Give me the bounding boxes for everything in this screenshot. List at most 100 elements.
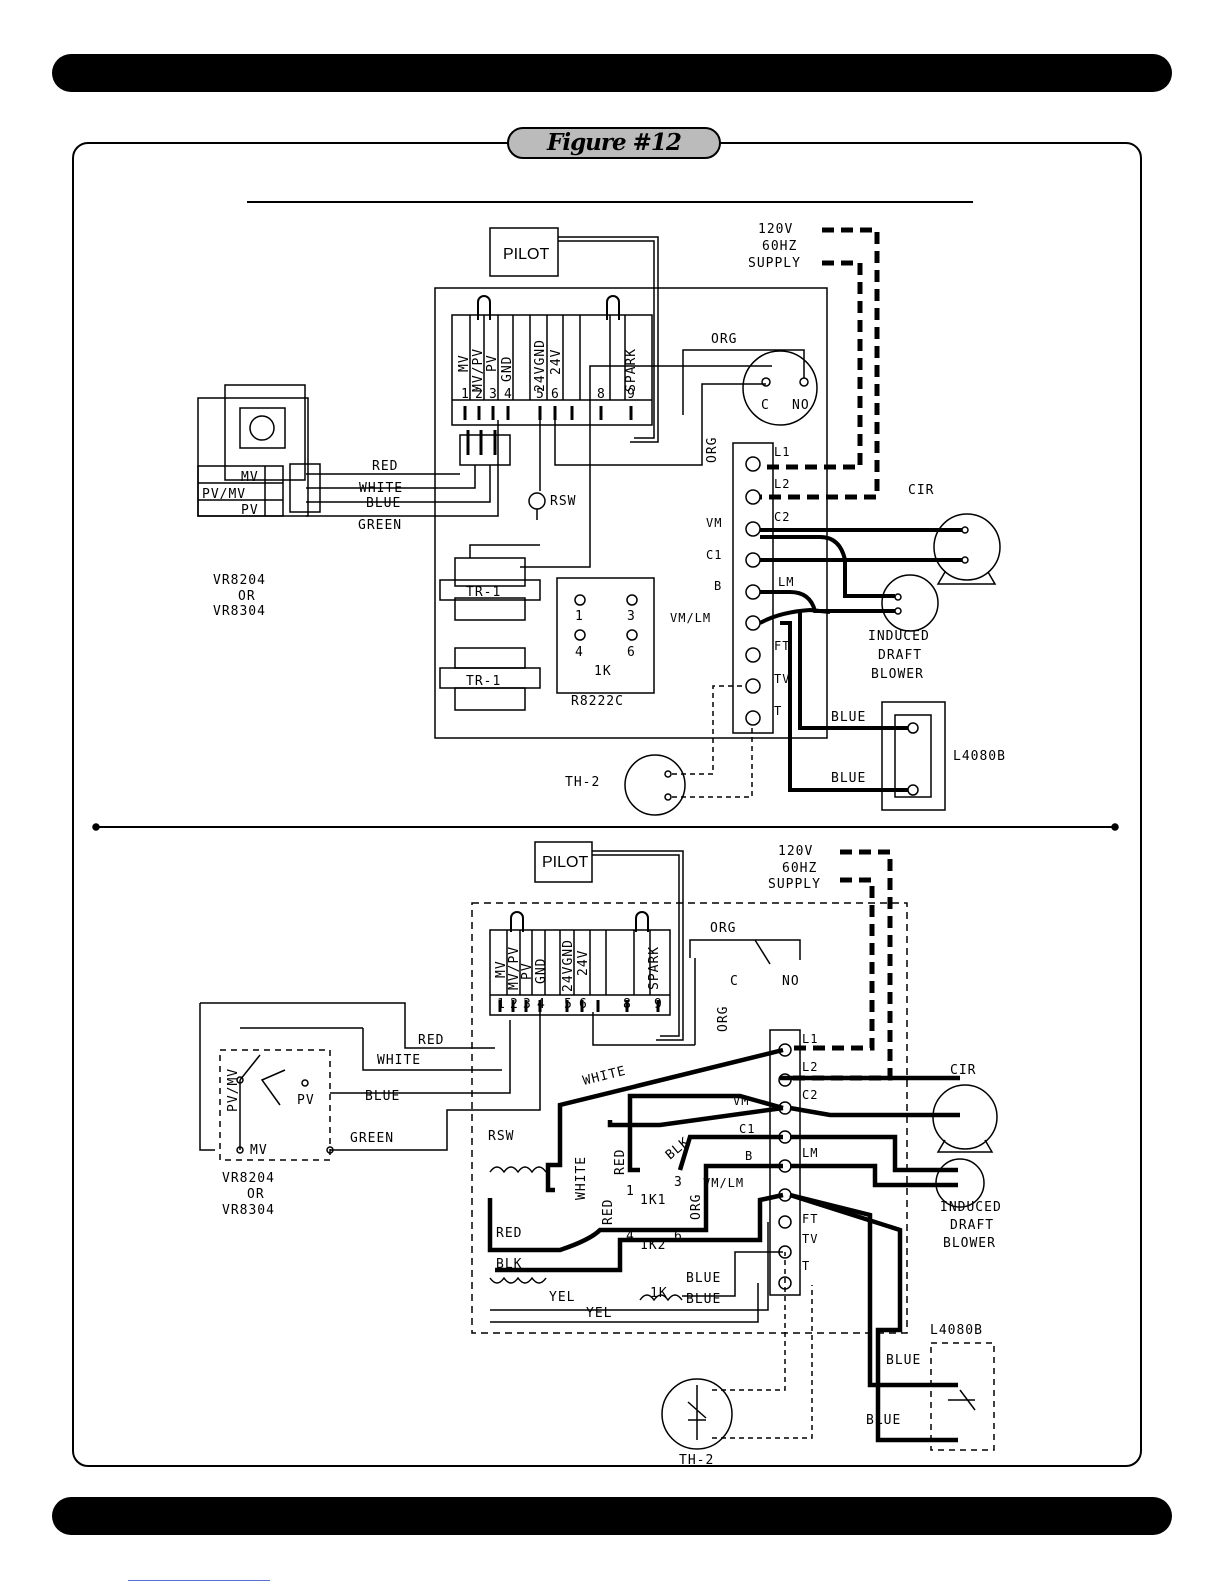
bottom-wire-yel-1: YEL bbox=[549, 1290, 575, 1305]
bottom-control-board bbox=[471, 902, 908, 1334]
top-relay-org: ORG bbox=[711, 332, 737, 347]
bottom-term-ft: FT bbox=[802, 1212, 818, 1226]
top-relay-model: R8222C bbox=[571, 694, 624, 709]
bottom-term-b: B bbox=[745, 1149, 753, 1163]
top-term-l2: L2 bbox=[774, 477, 790, 491]
bottom-supply-2: 60HZ bbox=[782, 861, 817, 876]
bottom-limit-label: L4080B bbox=[930, 1323, 983, 1338]
top-term-tv: TV bbox=[774, 672, 790, 686]
bottom-term-c1: C1 bbox=[739, 1122, 755, 1136]
cir-wires bbox=[760, 528, 962, 562]
bottom-valve-pv: PV bbox=[297, 1093, 315, 1108]
valve-wires bbox=[306, 420, 499, 517]
top-term-b: B bbox=[714, 579, 722, 593]
bottom-thick-wires bbox=[487, 1047, 960, 1443]
top-strip-label-mv: MV bbox=[457, 354, 472, 372]
strip-columns bbox=[469, 315, 626, 400]
top-wire-red: RED bbox=[372, 459, 398, 474]
bottom-1k-label: 1K bbox=[650, 1286, 668, 1301]
bottom-thermostat-th2 bbox=[661, 1378, 733, 1450]
top-wire-blue: BLUE bbox=[366, 496, 401, 511]
bottom-labels: PILOT 120V 60HZ SUPPLY MV MV/PV PV GND 2… bbox=[222, 844, 1001, 1468]
bottom-term-tv: TV bbox=[802, 1232, 818, 1246]
bottom-gas-valve bbox=[219, 1049, 331, 1161]
bottom-wire-red-1: RED bbox=[613, 1149, 628, 1175]
bottom-wire-white-2: WHITE bbox=[574, 1156, 589, 1200]
supply-wires bbox=[760, 227, 880, 500]
bottom-rsw-label: RSW bbox=[488, 1129, 514, 1144]
bottom-strip-num-3: 3 bbox=[523, 997, 532, 1012]
bottom-strip-label-mv: MV bbox=[494, 960, 509, 978]
org-wire bbox=[682, 349, 805, 415]
top-strip-num-8: 8 bbox=[597, 387, 606, 402]
bottom-transformer-secondary bbox=[489, 1276, 547, 1284]
cir-motor bbox=[933, 513, 1001, 581]
bottom-cir-label: CIR bbox=[950, 1063, 976, 1078]
rsw-wire bbox=[536, 420, 541, 520]
bottom-strip-label-spark: SPARK bbox=[647, 946, 662, 990]
bottom-valve-mv: MV bbox=[250, 1143, 268, 1158]
bottom-relay-no: NO bbox=[782, 974, 800, 989]
top-cir-label: CIR bbox=[908, 483, 934, 498]
footer-link-underline[interactable] bbox=[128, 1580, 270, 1581]
top-supply-1: 120V bbox=[758, 222, 793, 237]
rsw-switch bbox=[528, 492, 546, 510]
top-strip-num-6: 6 bbox=[551, 387, 560, 402]
bottom-term-c2: C2 bbox=[802, 1088, 818, 1102]
valve-label-box bbox=[197, 465, 284, 517]
bottom-wire-blk-2: BLK bbox=[496, 1257, 522, 1272]
bottom-limit-wire-1: BLUE bbox=[886, 1353, 921, 1368]
top-strip-num-5: 5 bbox=[536, 387, 545, 402]
bottom-wire-blue: BLUE bbox=[365, 1089, 400, 1104]
bottom-wire-white: WHITE bbox=[377, 1053, 421, 1068]
top-valve-model-3: VR8304 bbox=[213, 604, 266, 619]
top-supply-2: 60HZ bbox=[762, 239, 797, 254]
bottom-supply-1: 120V bbox=[778, 844, 813, 859]
bottom-footer-bar bbox=[52, 1497, 1172, 1535]
bottom-contact-1: 1 bbox=[626, 1184, 635, 1199]
top-diagram bbox=[92, 201, 1119, 831]
bottom-term-vm: VM bbox=[733, 1094, 749, 1108]
bottom-supply-3: SUPPLY bbox=[768, 877, 821, 892]
top-term-c2: C2 bbox=[774, 510, 790, 524]
top-strip-num-9: 9 bbox=[627, 387, 636, 402]
control-board bbox=[434, 287, 828, 739]
bottom-strip-label-mvpv: MV/PV bbox=[507, 946, 522, 990]
top-term-l1: L1 bbox=[774, 445, 790, 459]
top-strip-num-1: 1 bbox=[461, 387, 470, 402]
top-valve-mv: MV bbox=[241, 470, 259, 485]
bottom-strip-num-6: 6 bbox=[579, 997, 588, 1012]
strip-clip-left bbox=[477, 295, 491, 320]
top-valve-model-1: VR8204 bbox=[213, 573, 266, 588]
top-header-bar bbox=[52, 54, 1172, 92]
limit-l4080b bbox=[881, 701, 946, 811]
bottom-relay-org: ORG bbox=[710, 921, 736, 936]
bottom-contact-1k1: 1K1 bbox=[640, 1193, 666, 1208]
bottom-cir-motor bbox=[932, 1084, 998, 1150]
bottom-draft-blower bbox=[935, 1158, 985, 1208]
bottom-thermostat-wires bbox=[712, 1252, 813, 1439]
top-wire-green: GREEN bbox=[358, 518, 402, 533]
top-org-vertical: ORG bbox=[705, 437, 720, 463]
bottom-blower-2: DRAFT bbox=[950, 1218, 994, 1233]
top-relay-coil: 1K bbox=[594, 664, 612, 679]
top-tr1-lower: TR-1 bbox=[466, 674, 501, 689]
bottom-contact-1k2: 1K2 bbox=[640, 1238, 666, 1253]
bottom-valve-model-3: VR8304 bbox=[222, 1203, 275, 1218]
bottom-relay-c: C bbox=[730, 974, 739, 989]
top-relay-pin-6: 6 bbox=[627, 645, 636, 660]
top-rsw-label: RSW bbox=[550, 494, 576, 509]
draft-blower bbox=[881, 574, 939, 632]
relay-cno bbox=[742, 350, 818, 426]
bottom-contact-6: 6 bbox=[674, 1229, 683, 1244]
top-relay-pin-3: 3 bbox=[627, 609, 636, 624]
figure-title: Figure #12 bbox=[507, 127, 721, 159]
top-labels: PILOT 120V 60HZ SUPPLY MV MV/PV PV GND 2… bbox=[202, 222, 1005, 790]
bottom-limit-l4080b bbox=[930, 1342, 995, 1451]
top-strip-label-24v: 24V bbox=[549, 349, 564, 375]
terminal-strip bbox=[451, 314, 653, 426]
bottom-wire-white-1: WHITE bbox=[581, 1064, 627, 1089]
bottom-strip-num-1: 1 bbox=[497, 997, 506, 1012]
bottom-1k-coil bbox=[639, 1294, 683, 1302]
